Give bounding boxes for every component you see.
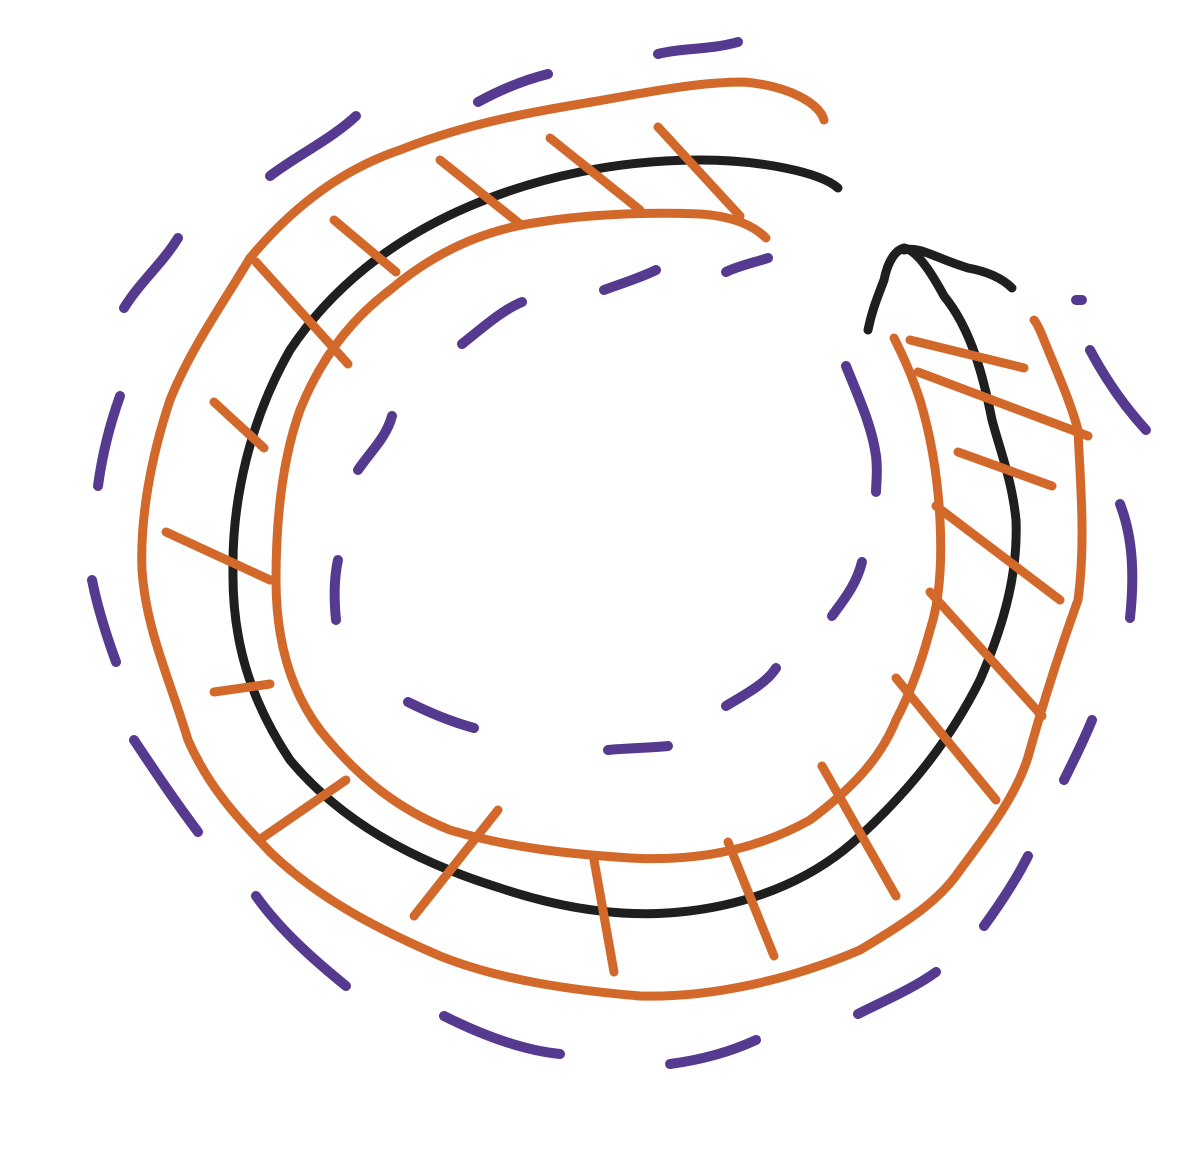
black-arrow-tip bbox=[899, 244, 1017, 293]
outer-dash-9 bbox=[439, 1011, 565, 1059]
tie-10 bbox=[409, 805, 503, 921]
tie-7 bbox=[161, 527, 275, 585]
inner-dash-6 bbox=[403, 697, 479, 733]
tie-4 bbox=[329, 215, 401, 277]
tie-13 bbox=[817, 761, 901, 901]
inner-dash-3 bbox=[457, 297, 527, 349]
outer-dash-12 bbox=[979, 851, 1033, 931]
inner-dash-1 bbox=[721, 253, 773, 277]
tie-16 bbox=[931, 501, 1065, 605]
outer-dash-3 bbox=[265, 111, 361, 181]
inner-dash-9 bbox=[827, 557, 867, 621]
outer-dash-15 bbox=[1085, 345, 1151, 435]
inner-dash-2 bbox=[599, 265, 661, 295]
inner-dash-5 bbox=[329, 555, 343, 625]
outer-dash-5 bbox=[93, 391, 125, 491]
outer-dash-13 bbox=[1059, 715, 1097, 785]
inner-dash-4 bbox=[353, 411, 397, 475]
tie-11 bbox=[589, 855, 619, 977]
tie-5 bbox=[251, 257, 353, 369]
orange-outer-path bbox=[137, 77, 1087, 1001]
tie-18 bbox=[913, 367, 1093, 441]
purple-dashes-outer bbox=[87, 37, 1151, 1069]
black-spiral-path bbox=[228, 155, 1021, 919]
tie-14 bbox=[891, 673, 1001, 805]
tie-15 bbox=[925, 587, 1047, 721]
outer-dash-7 bbox=[129, 735, 203, 837]
inner-dash-10 bbox=[841, 361, 882, 497]
inner-dash-8 bbox=[721, 663, 781, 711]
tie-9 bbox=[257, 775, 351, 843]
outer-dash-6 bbox=[87, 575, 121, 667]
outer-dash-14 bbox=[1115, 499, 1138, 623]
orange-track-outer bbox=[137, 77, 1087, 1001]
outer-dash-4 bbox=[119, 233, 183, 313]
outer-dash-8 bbox=[251, 891, 351, 991]
tie-19 bbox=[905, 335, 1029, 373]
tie-8 bbox=[209, 679, 275, 697]
inner-dash-7 bbox=[603, 741, 673, 755]
tie-6 bbox=[209, 397, 269, 453]
tie-2 bbox=[545, 133, 645, 215]
outer-dash-2 bbox=[473, 69, 553, 107]
orange-track-inner bbox=[271, 208, 946, 864]
purple-dashes-inner bbox=[329, 253, 882, 755]
outer-dash-11 bbox=[853, 967, 941, 1019]
orange-cross-ties bbox=[161, 122, 1093, 977]
tie-3 bbox=[435, 155, 525, 229]
orange-inner-path bbox=[271, 208, 946, 864]
tie-12 bbox=[723, 837, 779, 961]
tie-1 bbox=[653, 122, 745, 221]
black-spiral-line bbox=[228, 155, 1021, 919]
outer-dash-1 bbox=[653, 37, 743, 59]
outer-dash-10 bbox=[665, 1035, 761, 1069]
tie-17 bbox=[953, 447, 1057, 491]
